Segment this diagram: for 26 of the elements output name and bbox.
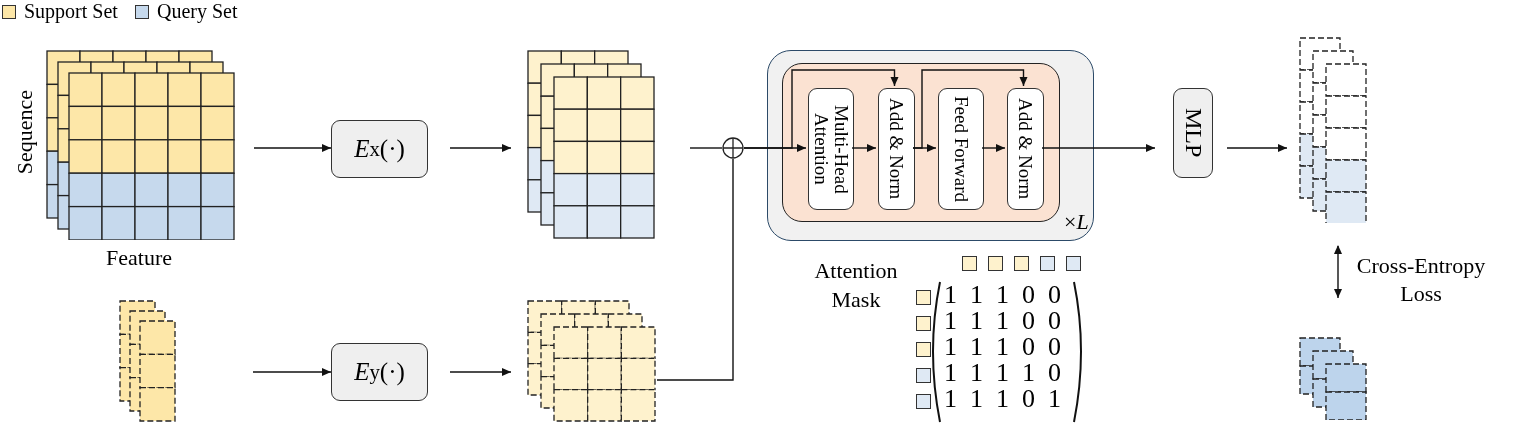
- arrow: [981, 144, 1006, 152]
- connector-line: [656, 158, 734, 381]
- arrow: [252, 368, 332, 376]
- matrix-title: Attention Mask: [813, 257, 899, 314]
- layer-block: Add & Norm: [1007, 88, 1044, 210]
- layer-block: Feed Forward: [938, 88, 984, 210]
- transformer-panel: [767, 50, 1094, 241]
- arrow: [1041, 144, 1156, 152]
- legend-label: Query Set: [157, 0, 238, 23]
- mlp-box: MLP: [1173, 88, 1213, 178]
- layer-block: Multi-Head Attention: [808, 88, 854, 210]
- repeat-count: ×L: [1064, 209, 1089, 235]
- encoder-layer-box: [782, 63, 1060, 222]
- arrow: [253, 144, 332, 152]
- axis-label: Sequence: [12, 90, 38, 175]
- legend-label: Support Set: [24, 0, 118, 23]
- arrow: [743, 69, 899, 149]
- axis-label: Feature: [106, 245, 172, 271]
- layer-block: Add & Norm: [878, 88, 915, 210]
- arrow: [851, 144, 877, 152]
- arrow: [449, 144, 512, 152]
- arrow: [1226, 144, 1288, 152]
- connector-line: [689, 147, 723, 149]
- arrow: [1334, 245, 1342, 299]
- arrow: [912, 69, 1028, 149]
- arrow: [449, 368, 512, 376]
